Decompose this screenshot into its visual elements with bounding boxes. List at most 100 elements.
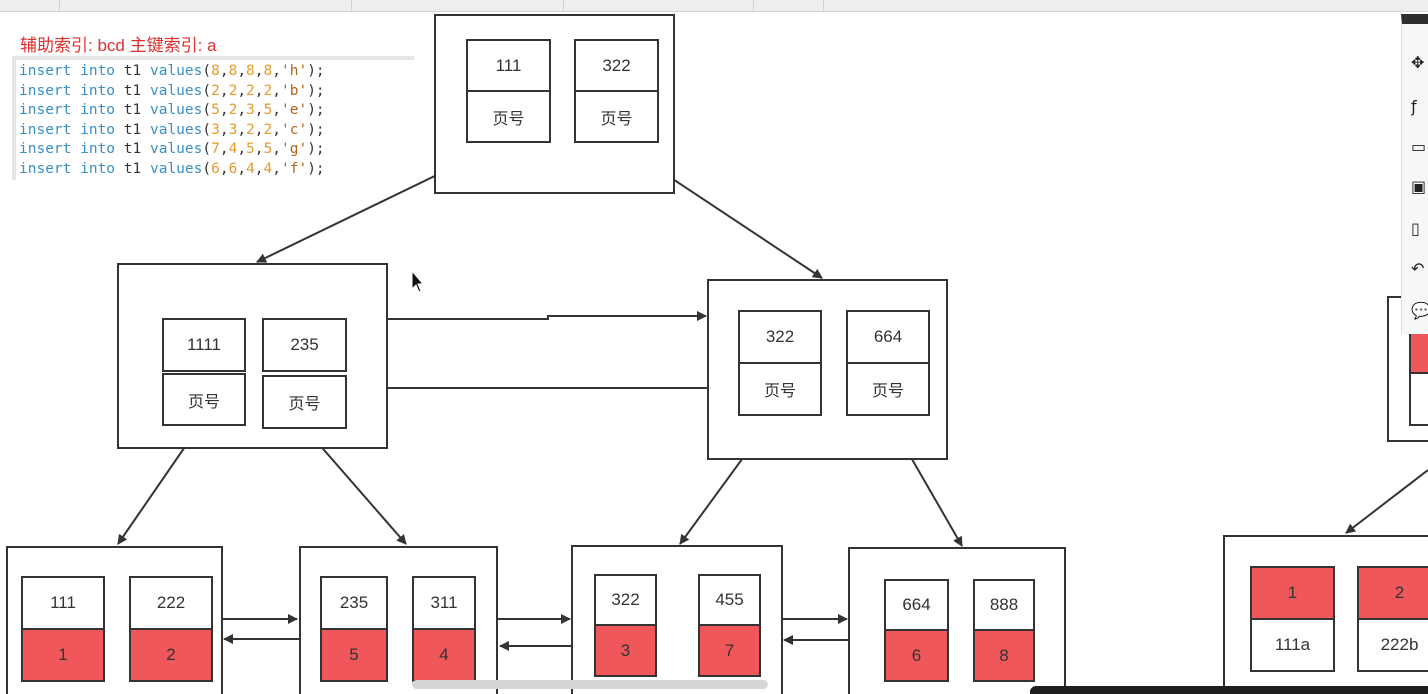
- internal-key: 1111: [162, 318, 246, 372]
- code-token: 5: [263, 141, 273, 157]
- code-token: 2: [246, 82, 255, 99]
- leaf-key: 455: [698, 574, 761, 626]
- code-token: 2: [211, 82, 220, 99]
- code-line: insert into t1 values(7,4,5,5,'g');: [16, 140, 414, 160]
- code-token: 3: [228, 121, 238, 138]
- leaf-node-2: 235 5 311 4: [299, 546, 498, 694]
- code-token: 5: [246, 141, 255, 157]
- leaf-key: 111: [21, 576, 105, 630]
- toolbar-segment[interactable]: [564, 0, 754, 12]
- code-token: ,: [254, 160, 264, 177]
- code-token: ,: [254, 141, 264, 157]
- leaf-value: 7: [698, 624, 761, 677]
- code-token: ,: [272, 141, 281, 157]
- code-token: values: [149, 141, 203, 157]
- code-token: 5: [263, 102, 273, 118]
- code-line: insert into t1 values(6,6,4,4,'f');: [16, 160, 414, 180]
- code-token: into: [71, 141, 124, 157]
- comment-icon[interactable]: 💬: [1411, 300, 1428, 320]
- sql-code-block: insert into t1 values(8,8,8,8,'h');inser…: [12, 56, 414, 180]
- code-token: values: [149, 82, 203, 99]
- horizontal-scrollbar[interactable]: [412, 680, 768, 689]
- code-token: ,: [219, 141, 229, 157]
- leaf-value: 2: [129, 628, 213, 682]
- code-token: into: [71, 102, 124, 118]
- code-token: ,: [237, 82, 247, 99]
- toolbar-segment[interactable]: [352, 0, 564, 12]
- code-token: ,: [254, 82, 264, 99]
- code-token: 2: [263, 82, 273, 99]
- code-token: (: [202, 82, 212, 99]
- code-token: 'g': [280, 141, 308, 157]
- code-token: );: [307, 102, 325, 118]
- undo-icon[interactable]: ↶: [1411, 258, 1425, 278]
- crosshair-icon[interactable]: ✥: [1411, 52, 1425, 72]
- internal-key: 322: [738, 310, 822, 364]
- code-token: insert: [19, 160, 72, 177]
- code-token: (: [202, 160, 212, 177]
- leaf-value: 3: [594, 624, 657, 677]
- root-node: 111 页号 322 页号: [434, 14, 675, 194]
- internal-node-right: 322 页号 664 页号: [707, 279, 948, 460]
- toolbar-segment[interactable]: [60, 0, 352, 12]
- leaf-key: 235: [320, 576, 388, 630]
- code-line: insert into t1 values(8,8,8,8,'h');: [16, 62, 414, 82]
- leaf-key: 664: [884, 579, 949, 631]
- code-token: values: [149, 63, 203, 79]
- code-token: 6: [228, 160, 238, 177]
- code-token: 2: [246, 121, 255, 138]
- code-token: (: [202, 63, 212, 79]
- code-token: ,: [237, 102, 247, 118]
- code-token: ,: [272, 160, 281, 177]
- code-token: 2: [263, 121, 273, 138]
- code-line: insert into t1 values(3,3,2,2,'c');: [16, 121, 414, 141]
- toolbar-segment[interactable]: [0, 0, 60, 12]
- code-token: ,: [237, 121, 247, 138]
- frame-icon[interactable]: ▣: [1411, 176, 1427, 196]
- code-token: 4: [263, 160, 273, 177]
- right-leaf-node: 1 111a 2 222b: [1223, 535, 1428, 694]
- code-token: 8: [228, 63, 238, 79]
- page-icon[interactable]: ▯: [1411, 218, 1420, 238]
- folder-icon[interactable]: ▭: [1411, 136, 1427, 156]
- code-token: t1: [123, 102, 150, 118]
- code-token: ,: [254, 63, 264, 79]
- code-token: ,: [237, 63, 247, 79]
- root-key: 111: [466, 39, 551, 92]
- code-token: ,: [219, 82, 229, 99]
- code-token: ,: [272, 63, 281, 79]
- code-token: ,: [272, 82, 281, 99]
- code-token: ,: [237, 160, 247, 177]
- code-token: 2: [228, 82, 238, 99]
- side-toolbar: ✥ ƒ ▭ ▣ ▯ ↶ 💬: [1401, 14, 1428, 334]
- code-token: insert: [19, 121, 72, 138]
- toolbar-segment[interactable]: [754, 0, 824, 12]
- code-token: (: [202, 141, 212, 157]
- index-caption: 辅助索引: bcd 主键索引: a: [20, 36, 217, 55]
- code-token: ,: [237, 141, 247, 157]
- code-token: into: [71, 121, 124, 138]
- code-token: insert: [19, 141, 72, 157]
- code-token: t1: [123, 160, 150, 177]
- code-token: t1: [123, 121, 150, 138]
- internal-node-left: 1111 页号 235 页号: [117, 263, 388, 449]
- code-token: 8: [246, 63, 255, 79]
- leaf-node-3: 322 3 455 7: [571, 545, 783, 694]
- code-token: ,: [272, 121, 281, 138]
- code-token: ,: [219, 121, 229, 138]
- code-token: t1: [123, 141, 150, 157]
- code-token: 5: [211, 102, 220, 118]
- root-page-pointer: 页号: [574, 90, 659, 143]
- code-token: 8: [263, 63, 273, 79]
- internal-key: 664: [846, 310, 930, 364]
- right-edge-cell: [1409, 332, 1428, 374]
- code-token: insert: [19, 102, 72, 118]
- right-leaf-key: 1: [1250, 566, 1335, 620]
- leaf-node-4: 664 6 888 8: [848, 547, 1066, 694]
- code-token: insert: [19, 82, 72, 99]
- code-token: 2: [228, 102, 238, 118]
- code-token: values: [149, 160, 203, 177]
- formula-icon[interactable]: ƒ: [1411, 96, 1417, 116]
- code-token: 'e': [280, 102, 308, 118]
- code-token: t1: [123, 63, 150, 79]
